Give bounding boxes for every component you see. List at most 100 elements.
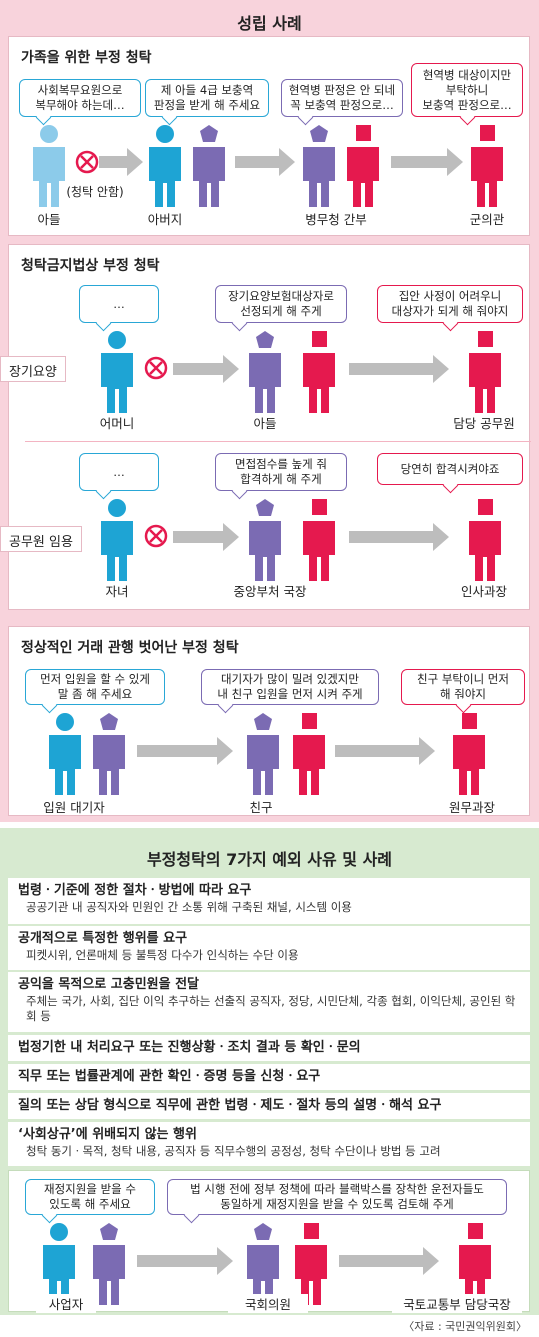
exception-description: 피켓시위, 언론매체 등 불특정 다수가 인식하는 수단 이용	[26, 948, 299, 962]
no-request-icon	[144, 356, 168, 380]
person-purple-icon	[93, 713, 125, 795]
arrow-icon	[335, 737, 435, 765]
person-purple-icon	[93, 1223, 125, 1305]
exception-item: 법정기한 내 처리요구 또는 진행상황ㆍ조치 결과 등 확인ㆍ문의	[8, 1035, 530, 1061]
person-hr-icon	[469, 499, 501, 581]
label-officer: 담당 공무원	[453, 416, 515, 431]
no-request-icon	[75, 150, 99, 174]
person-manager-icon	[453, 713, 485, 795]
person-red-icon	[347, 125, 379, 207]
speech-bubble-hr: 당연히 합격시켜야죠	[377, 453, 523, 485]
panel-irregular-request: 정상적인 거래 관행 벗어난 부정 청탁 먼저 입원을 할 수 있게 말 좀 해…	[8, 626, 530, 816]
exception-item: 공익을 목적으로 고충민원을 전달 주체는 국가, 사회, 집단 이익 추구하는…	[8, 972, 530, 1032]
exception-heading: 직무 또는 법률관계에 관한 확인ㆍ증명 등을 신청ㆍ요구	[18, 1069, 321, 1084]
speech-bubble-officer: 집안 사정이 어려우니 대상자가 되게 해 줘야지	[377, 285, 523, 323]
panel-family-request: 가족을 위한 부정 청탁 사회복무요원으로 복무해야 하는데… 제 아들 4급 …	[8, 36, 530, 236]
label-mother: 어머니	[99, 416, 135, 431]
panel-prohibited-request: 청탁금지법상 부정 청탁 … 장기요양보험대상자로 선정되게 해 주게 집안 사…	[8, 244, 531, 610]
speech-bubble-director: 면접점수를 높게 줘 합격하게 해 주게	[215, 453, 347, 491]
person-officer-icon	[469, 331, 501, 413]
arrow-icon	[349, 355, 449, 383]
person-friend-icon	[247, 713, 279, 795]
label-patient: 입원 대기자	[43, 800, 105, 815]
exception-heading: ‘사회상규’에 위배되지 않는 행위	[18, 1127, 197, 1142]
label-son: 아들	[253, 416, 277, 431]
person-son-icon	[33, 125, 65, 207]
label-friend: 친구	[249, 800, 273, 815]
exception-heading: 공개적으로 특정한 행위를 요구	[18, 931, 188, 946]
label-ministry-director: 국토교통부 담당국장	[392, 1294, 522, 1313]
arrow-icon	[173, 355, 239, 383]
label-business: 사업자	[36, 1294, 96, 1313]
arrow-icon	[339, 1247, 439, 1275]
label-father: 아버지	[147, 212, 183, 227]
person-child-icon	[101, 499, 133, 581]
label-hr: 인사과장	[460, 584, 507, 599]
exception-item: 직무 또는 법률관계에 관한 확인ㆍ증명 등을 신청ㆍ요구	[8, 1064, 530, 1090]
label-military-official: 병무청 간부	[305, 212, 367, 227]
exception-heading: 공익을 목적으로 고충민원을 전달	[18, 977, 200, 992]
speech-bubble-friend: 대기자가 많이 밀려 있겠지만 내 친구 입원을 먼저 시켜 주게	[201, 669, 379, 705]
label-lawmaker: 국회의원	[228, 1294, 308, 1313]
section-title-established: 성립 사례	[237, 14, 302, 33]
exception-item: 질의 또는 상담 형식으로 직무에 관한 법령ㆍ제도ㆍ절차 등의 설명ㆍ해석 요…	[8, 1093, 530, 1119]
label-doctor: 군의관	[469, 212, 505, 227]
speech-bubble-patient: 먼저 입원을 할 수 있게 말 좀 해 주세요	[25, 669, 165, 705]
person-director-icon	[249, 499, 281, 581]
label-manager: 원무과장	[448, 800, 495, 815]
arrow-icon	[391, 148, 463, 176]
section-title-exceptions: 부정청탁의 7가지 예외 사유 및 사례	[146, 850, 393, 869]
speech-bubble-manager: 친구 부탁이니 먼저 해 줘야지	[401, 669, 525, 705]
arrow-icon	[137, 737, 233, 765]
exception-item: 법령ㆍ기준에 정한 절차ㆍ방법에 따라 요구 공공기관 내 공직자와 민원인 간…	[8, 878, 530, 924]
person-mother-icon	[101, 331, 133, 413]
panel-exception-example: 재정지원을 받을 수 있도록 해 주세요 법 시행 전에 정부 정책에 따라 블…	[8, 1170, 530, 1312]
exception-description: 주체는 국가, 사회, 집단 이익 추구하는 선출직 공직자, 정당, 시민단체…	[26, 994, 516, 1023]
no-request-icon	[144, 524, 168, 548]
case-tag-long-term-care: 장기요양	[0, 356, 66, 382]
person-business-icon	[43, 1223, 75, 1305]
person-lawmaker-icon	[247, 1223, 279, 1305]
panel-title: 정상적인 거래 관행 벗어난 부정 청탁	[21, 640, 239, 656]
case-tag-civil-service: 공무원 임용	[0, 526, 82, 552]
exception-item: 공개적으로 특정한 행위를 요구 피켓시위, 언론매체 등 불특정 다수가 인식…	[8, 926, 530, 970]
speech-bubble-son: 장기요양보험대상자로 선정되게 해 주게	[215, 285, 347, 323]
speech-bubble-official: 현역병 판정은 안 되네 꼭 보충역 판정으로…	[281, 79, 403, 117]
arrow-icon	[99, 148, 143, 176]
divider	[25, 441, 531, 442]
speech-bubble-father: 제 아들 4급 보충역 판정을 받게 해 주세요	[145, 79, 269, 117]
exception-heading: 질의 또는 상담 형식으로 직무에 관한 법령ㆍ제도ㆍ절차 등의 설명ㆍ해석 요…	[18, 1098, 442, 1113]
arrow-icon	[173, 523, 239, 551]
arrow-icon	[349, 523, 449, 551]
label-director: 중앙부처 국장	[233, 584, 307, 599]
arrow-icon	[137, 1247, 233, 1275]
person-red-icon	[293, 713, 325, 795]
speech-bubble-lawmaker: 법 시행 전에 정부 정책에 따라 블랙박스를 장착한 운전자들도 동일하게 재…	[167, 1179, 507, 1215]
person-patient-icon	[49, 713, 81, 795]
label-child: 자녀	[105, 584, 129, 599]
source-caption: 〈자료 : 국민권익위원회〉	[403, 1320, 527, 1333]
exception-description: 청탁 동기ㆍ목적, 청탁 내용, 공직자 등 직무수행의 공정성, 청탁 수단이…	[26, 1144, 441, 1158]
person-official-purple-icon	[193, 125, 225, 207]
speech-bubble-mother: …	[79, 285, 159, 323]
panel-title: 청탁금지법상 부정 청탁	[21, 258, 160, 274]
speech-bubble-doctor: 현역병 대상이지만 부탁하니 보충역 판정으로…	[411, 63, 523, 117]
speech-bubble-son: 사회복무요원으로 복무해야 하는데…	[19, 79, 141, 117]
exception-description: 공공기관 내 공직자와 민원인 간 소통 위해 구축된 채널, 시스템 이용	[26, 900, 352, 914]
person-son-purple-icon	[249, 331, 281, 413]
label-son: 아들	[37, 212, 61, 227]
exception-item: ‘사회상규’에 위배되지 않는 행위 청탁 동기ㆍ목적, 청탁 내용, 공직자 …	[8, 1122, 530, 1166]
no-request-label: (청탁 안함)	[66, 185, 124, 199]
person-father-icon	[149, 125, 181, 207]
arrow-icon	[235, 148, 295, 176]
speech-bubble-child: …	[79, 453, 159, 491]
person-doctor-icon	[471, 125, 503, 207]
person-red-icon	[303, 331, 335, 413]
person-military-official-icon	[303, 125, 335, 207]
exception-heading: 법정기한 내 처리요구 또는 진행상황ㆍ조치 결과 등 확인ㆍ문의	[18, 1040, 361, 1055]
panel-title: 가족을 위한 부정 청탁	[21, 50, 152, 66]
person-ministry-director-icon	[459, 1223, 491, 1305]
person-red-icon	[295, 1223, 327, 1305]
exception-heading: 법령ㆍ기준에 정한 절차ㆍ방법에 따라 요구	[18, 883, 252, 898]
speech-bubble-business: 재정지원을 받을 수 있도록 해 주세요	[25, 1179, 155, 1215]
